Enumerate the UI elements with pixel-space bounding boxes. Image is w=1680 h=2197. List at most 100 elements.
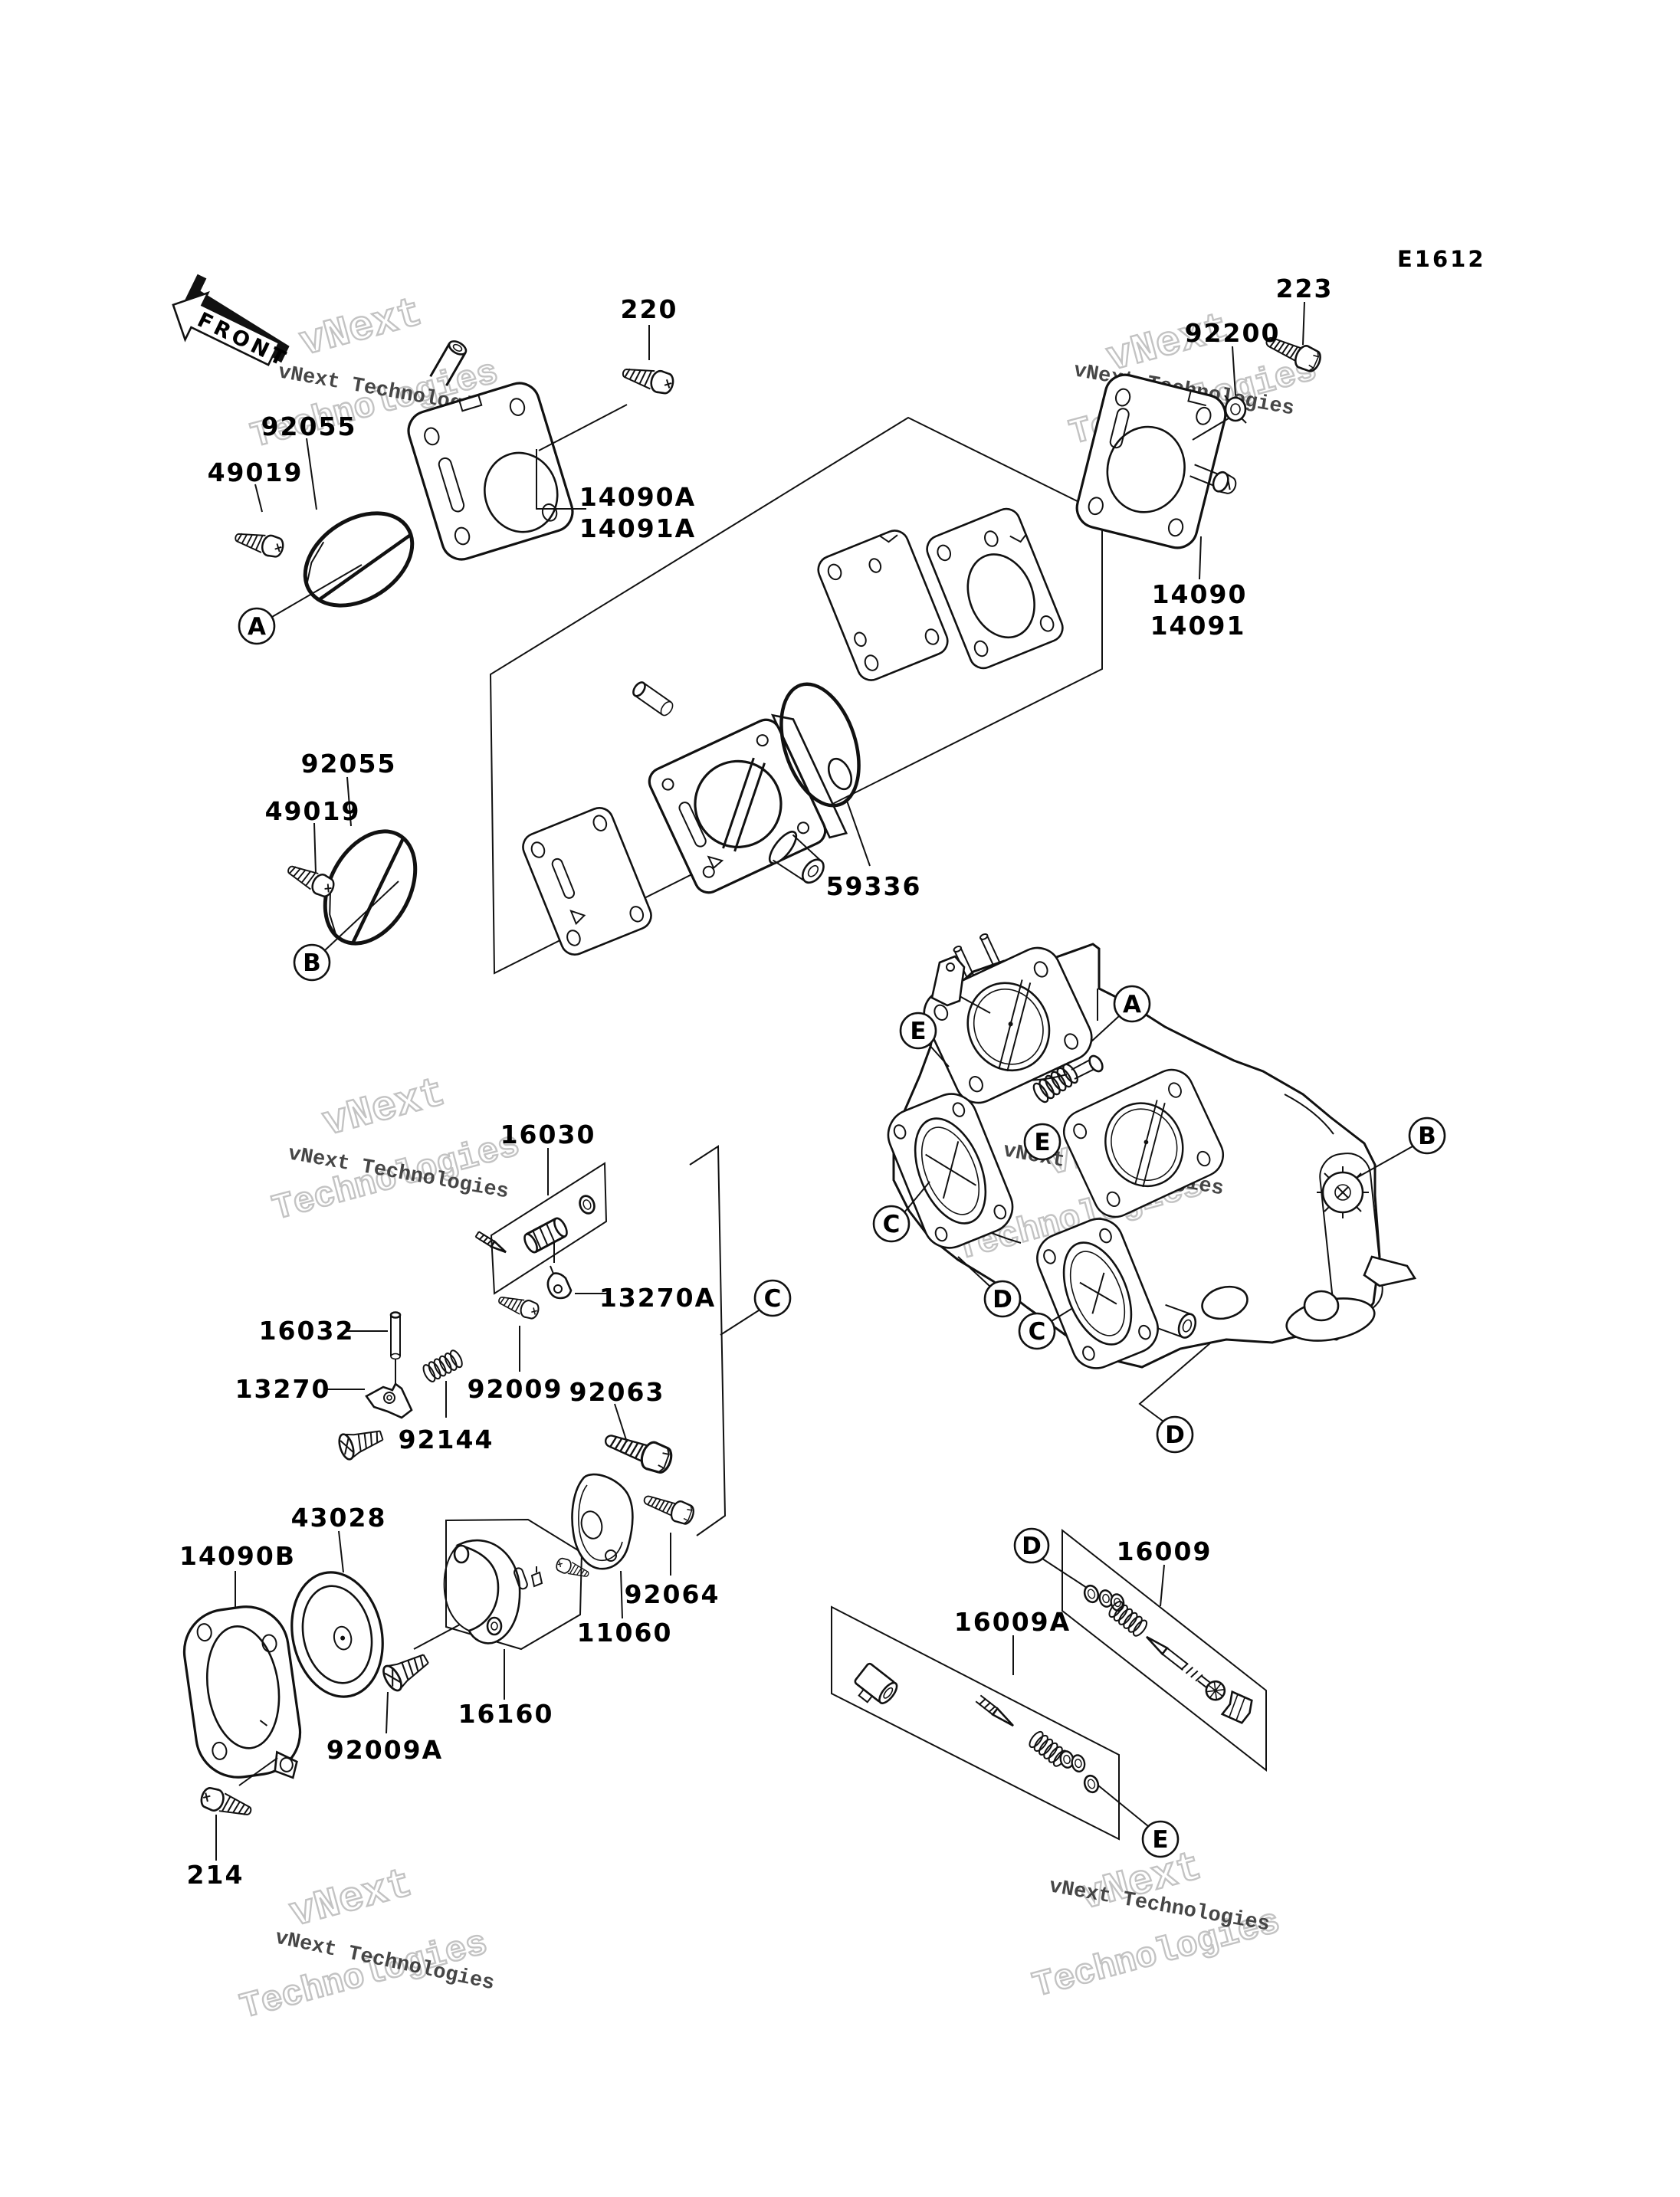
screw-92009A — [379, 1645, 434, 1695]
bolt-92064 — [640, 1488, 697, 1527]
part-label-92144: 92144 — [399, 1425, 494, 1454]
float-cover-16160 — [443, 1539, 592, 1644]
part-label-14091A: 14091A — [579, 513, 696, 543]
o-ring-16030 — [576, 1192, 599, 1217]
carb-bowl-boss — [1201, 1285, 1249, 1320]
cover-plate-14090B — [182, 1605, 302, 1779]
leader-callout-d-carb1 — [957, 1256, 991, 1287]
leader-14090 — [1199, 536, 1202, 580]
leader-92200 — [1232, 346, 1236, 396]
kit-box-16009A — [831, 1605, 1120, 1841]
leader-callout-d — [1042, 1558, 1088, 1589]
callout-circle-b-carb — [1408, 1117, 1446, 1155]
leader-214-to-plate — [238, 1757, 278, 1786]
clip-13270A — [546, 1265, 573, 1300]
kit-box-16009 — [1061, 1528, 1267, 1772]
callout-letter-b-carb: B — [1418, 1123, 1436, 1150]
fuel-pump-body — [632, 681, 853, 894]
part-label-214: 214 — [187, 1860, 244, 1890]
leader-callout-d-carb2 — [1138, 1342, 1212, 1422]
part-label-16160: 16160 — [458, 1699, 554, 1729]
diaphragm-cover-plate — [1075, 373, 1237, 549]
leader-92055-a — [306, 438, 317, 510]
leader-callout-e-carb1 — [928, 1044, 950, 1067]
pump-side-boss — [827, 757, 853, 791]
part-label-92055-a: 92055 — [261, 412, 357, 441]
leader-callout-a-carb — [1090, 1015, 1120, 1043]
group-c-bracket — [689, 1145, 727, 1536]
part-label-14091: 14091 — [1150, 611, 1246, 641]
carb-idle-knob — [1317, 1166, 1369, 1218]
group-a-gasket-92055 — [303, 511, 415, 608]
gasket-11060 — [571, 1473, 634, 1570]
callout-circle-a-carb — [1113, 985, 1151, 1023]
leader-callout-a — [271, 564, 363, 618]
part-label-14090A: 14090A — [579, 482, 696, 512]
part-label-92200: 92200 — [1185, 318, 1281, 348]
callout-letter-c-carb1: C — [883, 1211, 901, 1238]
leader-92009A-to-cover — [413, 1624, 461, 1650]
leader-14090A — [536, 449, 586, 510]
leader-callout-c-carb2 — [1051, 1308, 1072, 1322]
clamp-92200 — [1224, 395, 1247, 424]
jet-needle-kit-16009 — [1081, 1582, 1253, 1724]
pin-16032 — [389, 1311, 402, 1360]
callout-letter-e: E — [1152, 1826, 1168, 1854]
part-label-92063: 92063 — [569, 1377, 665, 1407]
carb-center-adjuster — [1030, 1054, 1104, 1106]
spring-92144 — [420, 1348, 465, 1385]
part-label-14090: 14090 — [1152, 579, 1248, 609]
callout-letter-c: C — [764, 1285, 782, 1313]
callout-circle-c-carb1 — [872, 1205, 911, 1243]
watermark-big-line1: vNext — [295, 290, 427, 368]
part-label-16030: 16030 — [500, 1120, 596, 1149]
jet-holder-16009A — [854, 1662, 898, 1704]
carb-right-bracket — [1285, 1153, 1417, 1342]
carb-bore-flange-right — [1063, 1068, 1224, 1218]
pump-o-ring — [779, 682, 861, 808]
callout-letter-c-carb2: C — [1029, 1318, 1046, 1346]
kit-box-16030 — [490, 1162, 608, 1295]
leader-callout-b — [324, 880, 399, 951]
leader-callout-c — [720, 1310, 760, 1336]
kit-box-16160 — [445, 1518, 583, 1651]
callout-circle-d-carb1 — [983, 1280, 1022, 1318]
part-label-49019-a: 49019 — [208, 457, 304, 487]
callout-letter-a-carb: A — [1123, 991, 1141, 1018]
front-arrow-face — [172, 290, 281, 366]
valve-seat-16030 — [523, 1217, 568, 1254]
leader-59336 — [846, 800, 871, 867]
part-label-59336: 59336 — [826, 871, 922, 901]
callout-letter-d-carb2: D — [1165, 1421, 1185, 1449]
part-label-92055-b: 92055 — [301, 749, 397, 779]
part-label-13270: 13270 — [235, 1374, 331, 1404]
callout-circle-a — [238, 607, 276, 645]
outlet-nipple-bolt — [1189, 464, 1237, 494]
needle-valve-16030 — [474, 1192, 599, 1254]
callout-circle-e-carb1 — [899, 1012, 937, 1050]
leader-92063 — [614, 1403, 628, 1443]
watermark-big-line1: vNext — [318, 1071, 450, 1148]
leader-callout-b-carb — [1356, 1146, 1413, 1179]
leader-92009A — [386, 1691, 389, 1734]
part-label-49019-b: 49019 — [265, 796, 361, 826]
leader-220-to-plate — [538, 404, 628, 451]
leader-16009 — [1160, 1564, 1165, 1607]
group-b-gasket-92055 — [323, 829, 418, 946]
diaphragm-43028 — [290, 1571, 384, 1698]
lever-13270 — [365, 1382, 413, 1419]
leader-223 — [1302, 301, 1305, 346]
callout-letter-e-carb2: E — [1034, 1129, 1050, 1156]
screw-92009 — [495, 1290, 542, 1322]
callout-circle-b — [293, 943, 331, 982]
watermark-big-line1: vNext — [285, 1861, 417, 1939]
callout-circle-d-carb2 — [1156, 1415, 1194, 1454]
carb-bore-flange-top — [923, 933, 1093, 1104]
leader-callout-c-carb1 — [904, 1181, 930, 1213]
fuel-inlet-pipe — [429, 340, 468, 386]
callout-circle-d — [1013, 1527, 1050, 1564]
leader-43028 — [338, 1530, 344, 1573]
jet-needle-kit-16009A — [854, 1662, 1102, 1795]
